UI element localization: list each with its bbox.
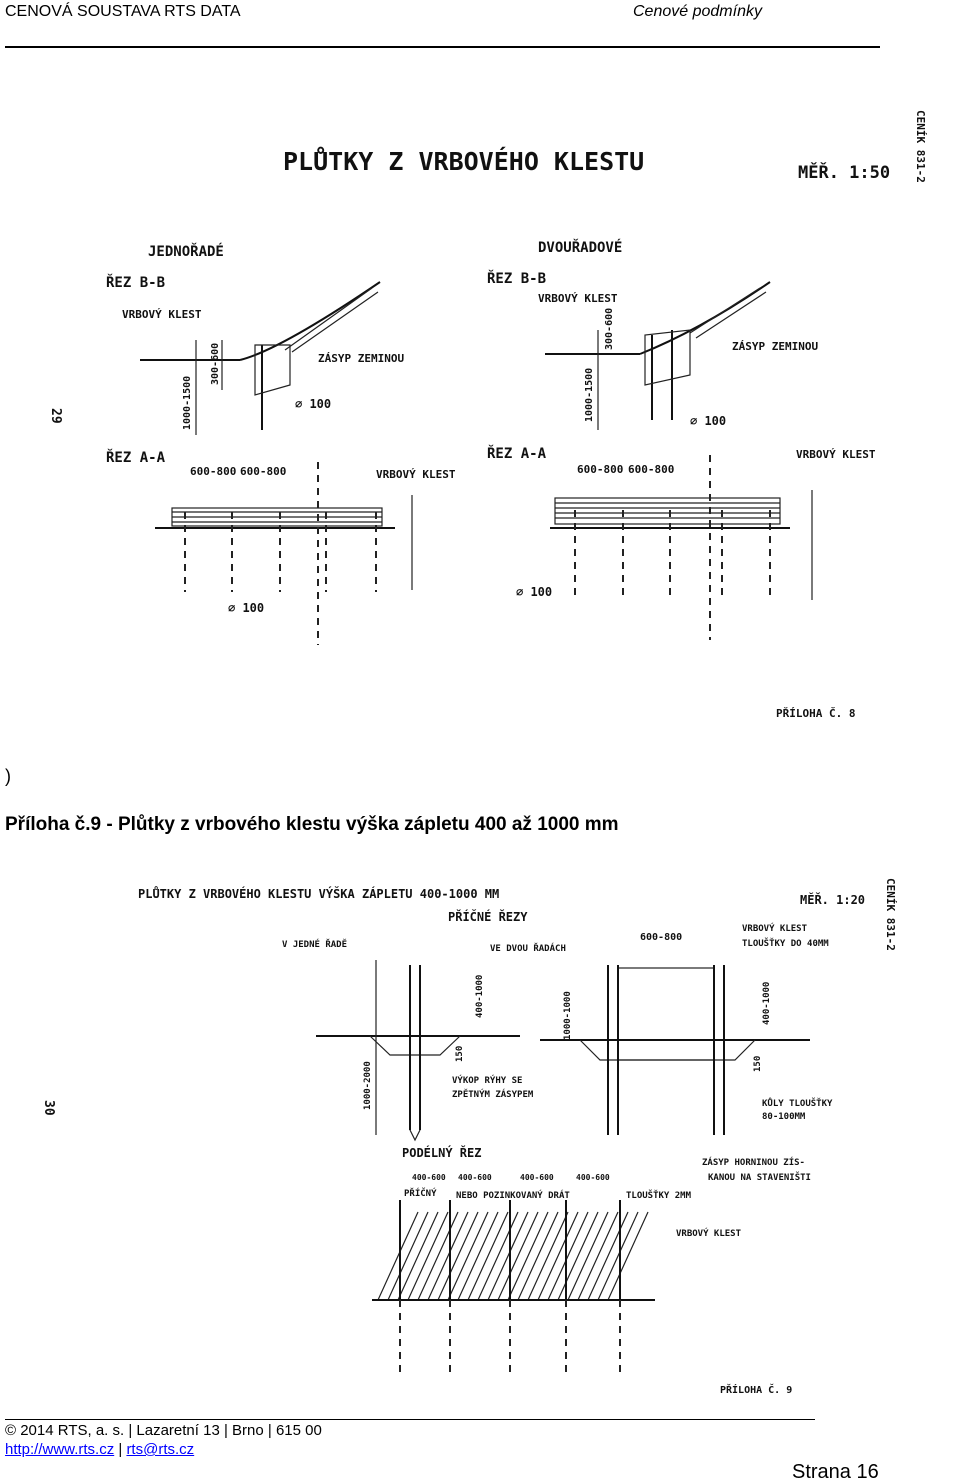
label-150-b: 150 [753,1056,763,1072]
single-section-bb: ŘEZ B-B [106,273,165,291]
stray-parenthesis: ) [5,766,11,786]
spacing-4: 400-600 [576,1173,610,1182]
single-bb-fill [254,344,291,396]
drawing1-attachment: PŘÍLOHA Č. 8 [776,707,855,720]
drawing2-title: PLŮTKY Z VRBOVÉHO KLESTU VÝŠKA ZÁPLETU 4… [138,886,499,901]
single-aa-label-diam: ⌀ 100 [228,601,264,615]
double-aa-label-klest: VRBOVÝ KLEST [796,448,876,461]
label-h3: 400-1000 [762,982,772,1025]
label-h2: 1000-1000 [563,991,573,1040]
drawing2-scale: MĚŘ. 1:20 [800,892,865,907]
double-section-bb: ŘEZ B-B [487,269,546,287]
spacing-3: 400-600 [520,1173,554,1182]
label-single-row: V JEDNÉ ŘADĚ [282,938,347,950]
drawing2-catalog: CENÍK 831-2 [884,878,897,951]
label-kuly-2: 80-100MM [762,1112,806,1122]
footer-separator: | [114,1441,127,1458]
drawing-plutky-attachment-9: PLŮTKY Z VRBOVÉHO KLESTU VÝŠKA ZÁPLETU 4… [41,878,897,1396]
footer-email-link[interactable]: rts@rts.cz [126,1441,195,1458]
label-klest: VRBOVÝ KLEST [742,922,808,934]
right-fill-box [617,967,715,1061]
single-heading: JEDNOŘADÉ [148,242,224,260]
single-spacing-1: 600-800 [190,465,236,478]
label-depth: 1000-2000 [363,1061,373,1110]
label-zasyp-2: KANOU NA STAVENIŠTI [708,1171,811,1183]
double-section-aa: ŘEZ A-A [487,444,547,462]
page-number: Strana 16 [792,1461,879,1483]
footer-rule [5,1419,815,1420]
drawing-plutky-attachment-8: PLŮTKY Z VRBOVÉHO KLESTU MĚŘ. 1:50 CENÍK… [48,110,927,720]
single-bb-slope-hatch [284,287,379,353]
double-label-zasyp: ZÁSYP ZEMINOU [732,340,818,353]
header-section: Cenové podmínky [633,3,762,20]
footer-links: http://www.rts.cz | rts@rts.cz [5,1441,194,1458]
double-bb-fill [644,329,691,386]
header-company: CENOVÁ SOUSTAVA RTS DATA [5,3,241,20]
long-hatch [377,1211,649,1301]
label-h1: 400-1000 [475,975,485,1018]
double-heading: DVOUŘADOVÉ [538,238,622,256]
double-spacing-1: 600-800 [577,463,623,476]
header-rule [5,46,880,48]
label-zasyp-1: ZÁSYP HORNINOU ZÍS- [702,1156,805,1168]
spacing-2: 400-600 [458,1173,492,1182]
single-spacing-2: 600-800 [240,465,286,478]
double-label-diam: ⌀ 100 [690,414,726,428]
double-aa-wattle [554,497,781,525]
footer-web-link[interactable]: http://www.rts.cz [5,1441,115,1458]
label-thickness: TLOUŠŤKY DO 40MM [742,937,829,949]
label-kuly-1: KŮLY TLOUŠŤKY [762,1097,833,1109]
label-vykop-1: VÝKOP RÝHY SE [452,1074,522,1086]
double-bb-slope [639,281,771,355]
drawing1-title: PLŮTKY Z VRBOVÉHO KLESTU [283,146,644,176]
single-aa-wattle-lines [172,511,382,523]
double-spacing-2: 600-800 [628,463,674,476]
left-trench [369,1035,461,1056]
legend-c: TLOUŠŤKY 2MM [626,1189,692,1201]
legend-a: PŘÍČNÝ [404,1187,437,1199]
label-long-section: PODÉLNÝ ŘEZ [402,1145,481,1160]
single-label-height: 300-600 [210,343,221,385]
single-label-diam: ⌀ 100 [295,397,331,411]
single-label-depth: 1000-1500 [182,376,193,430]
right-trench [579,1039,756,1061]
single-bb-slope [239,281,381,361]
label-klest-2: VRBOVÝ KLEST [676,1227,742,1239]
single-label-zasyp: ZÁSYP ZEMINOU [318,352,404,365]
single-label-klest: VRBOVÝ KLEST [122,308,202,321]
label-width: 600-800 [640,932,682,943]
double-label-height: 300-600 [604,308,615,350]
label-double-row: VE DVOU ŘADÁCH [490,942,566,954]
drawing1-catalog: CENÍK 831-2 [914,110,927,183]
drawing1-scale: MĚŘ. 1:50 [798,161,890,183]
drawing2-attachment: PŘÍLOHA Č. 9 [720,1383,792,1396]
footer-address: © 2014 RTS, a. s. | Lazaretní 13 | Brno … [5,1422,322,1439]
legend-b: NEBO POZINKOVANÝ DRÁT [456,1189,570,1201]
double-bb-slope-hatch [689,287,767,339]
double-aa-wattle-lines [555,502,780,519]
double-label-klest: VRBOVÝ KLEST [538,292,618,305]
single-aa-label-klest: VRBOVÝ KLEST [376,468,456,481]
attachment-caption: Příloha č.9 - Plůtky z vrbového klestu v… [5,814,619,835]
double-label-depth: 1000-1500 [584,368,595,422]
drawing2-subtitle: PŘÍČNÉ ŘEZY [448,909,528,924]
drawing1-page-number: 29 [48,408,63,424]
label-vykop-2: ZPĚTNÝM ZÁSYPEM [452,1088,534,1100]
double-aa-label-diam: ⌀ 100 [516,585,552,599]
drawing2-page-number: 30 [41,1100,56,1116]
spacing-1: 400-600 [412,1173,446,1182]
label-150-a: 150 [455,1046,465,1062]
single-section-aa: ŘEZ A-A [106,448,166,466]
left-stake-tip [409,1129,421,1142]
